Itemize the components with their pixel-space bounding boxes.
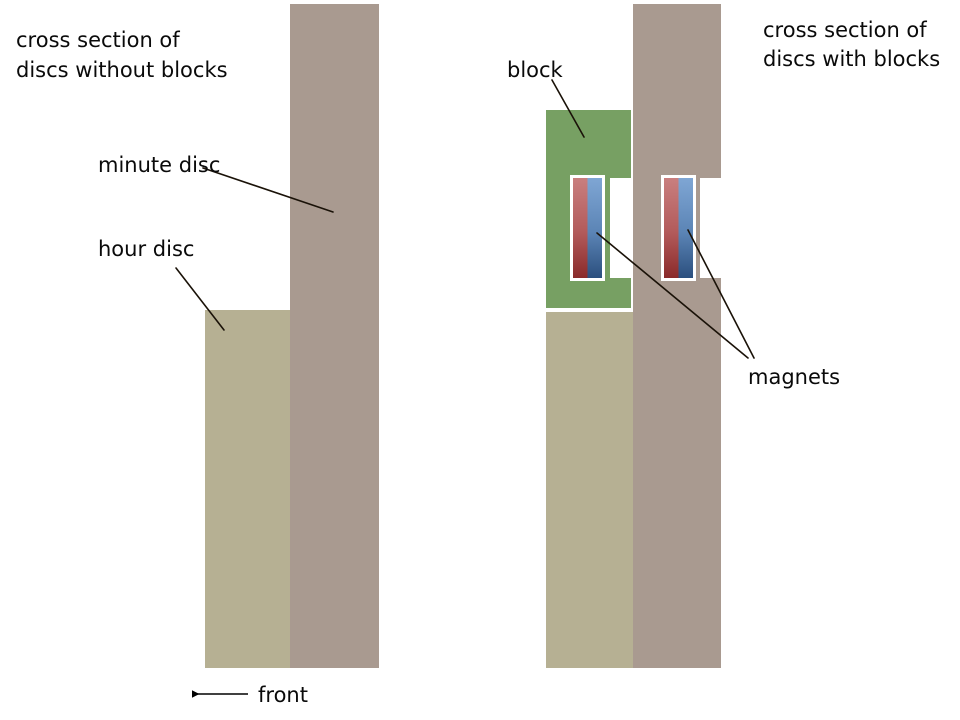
right-hour-disc (546, 312, 633, 668)
front-label: front (258, 683, 308, 707)
magnet-on-block-leader-line (596, 232, 749, 359)
left-diagram-group (205, 4, 379, 668)
magnet-on-block-north-pole (573, 178, 588, 278)
right-diagram-title-line2: discs with blocks (763, 47, 940, 71)
magnet-on-disc-leader-line (687, 229, 755, 359)
magnet-on-disc-south-pole (678, 178, 693, 278)
magnet-on-disc (661, 175, 696, 281)
leader-lines-group (175, 79, 755, 359)
hour-disc-label: hour disc (98, 237, 194, 261)
front-direction-indicator: front (192, 683, 308, 707)
magnet-on-block-south-pole (587, 178, 602, 278)
magnets-label: magnets (748, 365, 840, 389)
magnet-on-disc-north-pole (664, 178, 679, 278)
hour-disc-leader-line (175, 267, 225, 331)
minute-disc-leader-line (202, 167, 334, 213)
left-diagram-title-line1: cross section of (16, 28, 180, 52)
block-leader-line (551, 79, 585, 138)
magnet-on-block (570, 175, 605, 281)
right-minute-disc (633, 4, 721, 668)
right-diagram-title-line1: cross section of (763, 18, 927, 42)
minute-disc-label: minute disc (98, 153, 220, 177)
right-diagram-group (546, 4, 721, 668)
left-minute-disc (290, 4, 379, 668)
left-diagram-title-line2: discs without blocks (16, 58, 228, 82)
block-label: block (507, 58, 564, 82)
left-hour-disc (205, 310, 290, 668)
